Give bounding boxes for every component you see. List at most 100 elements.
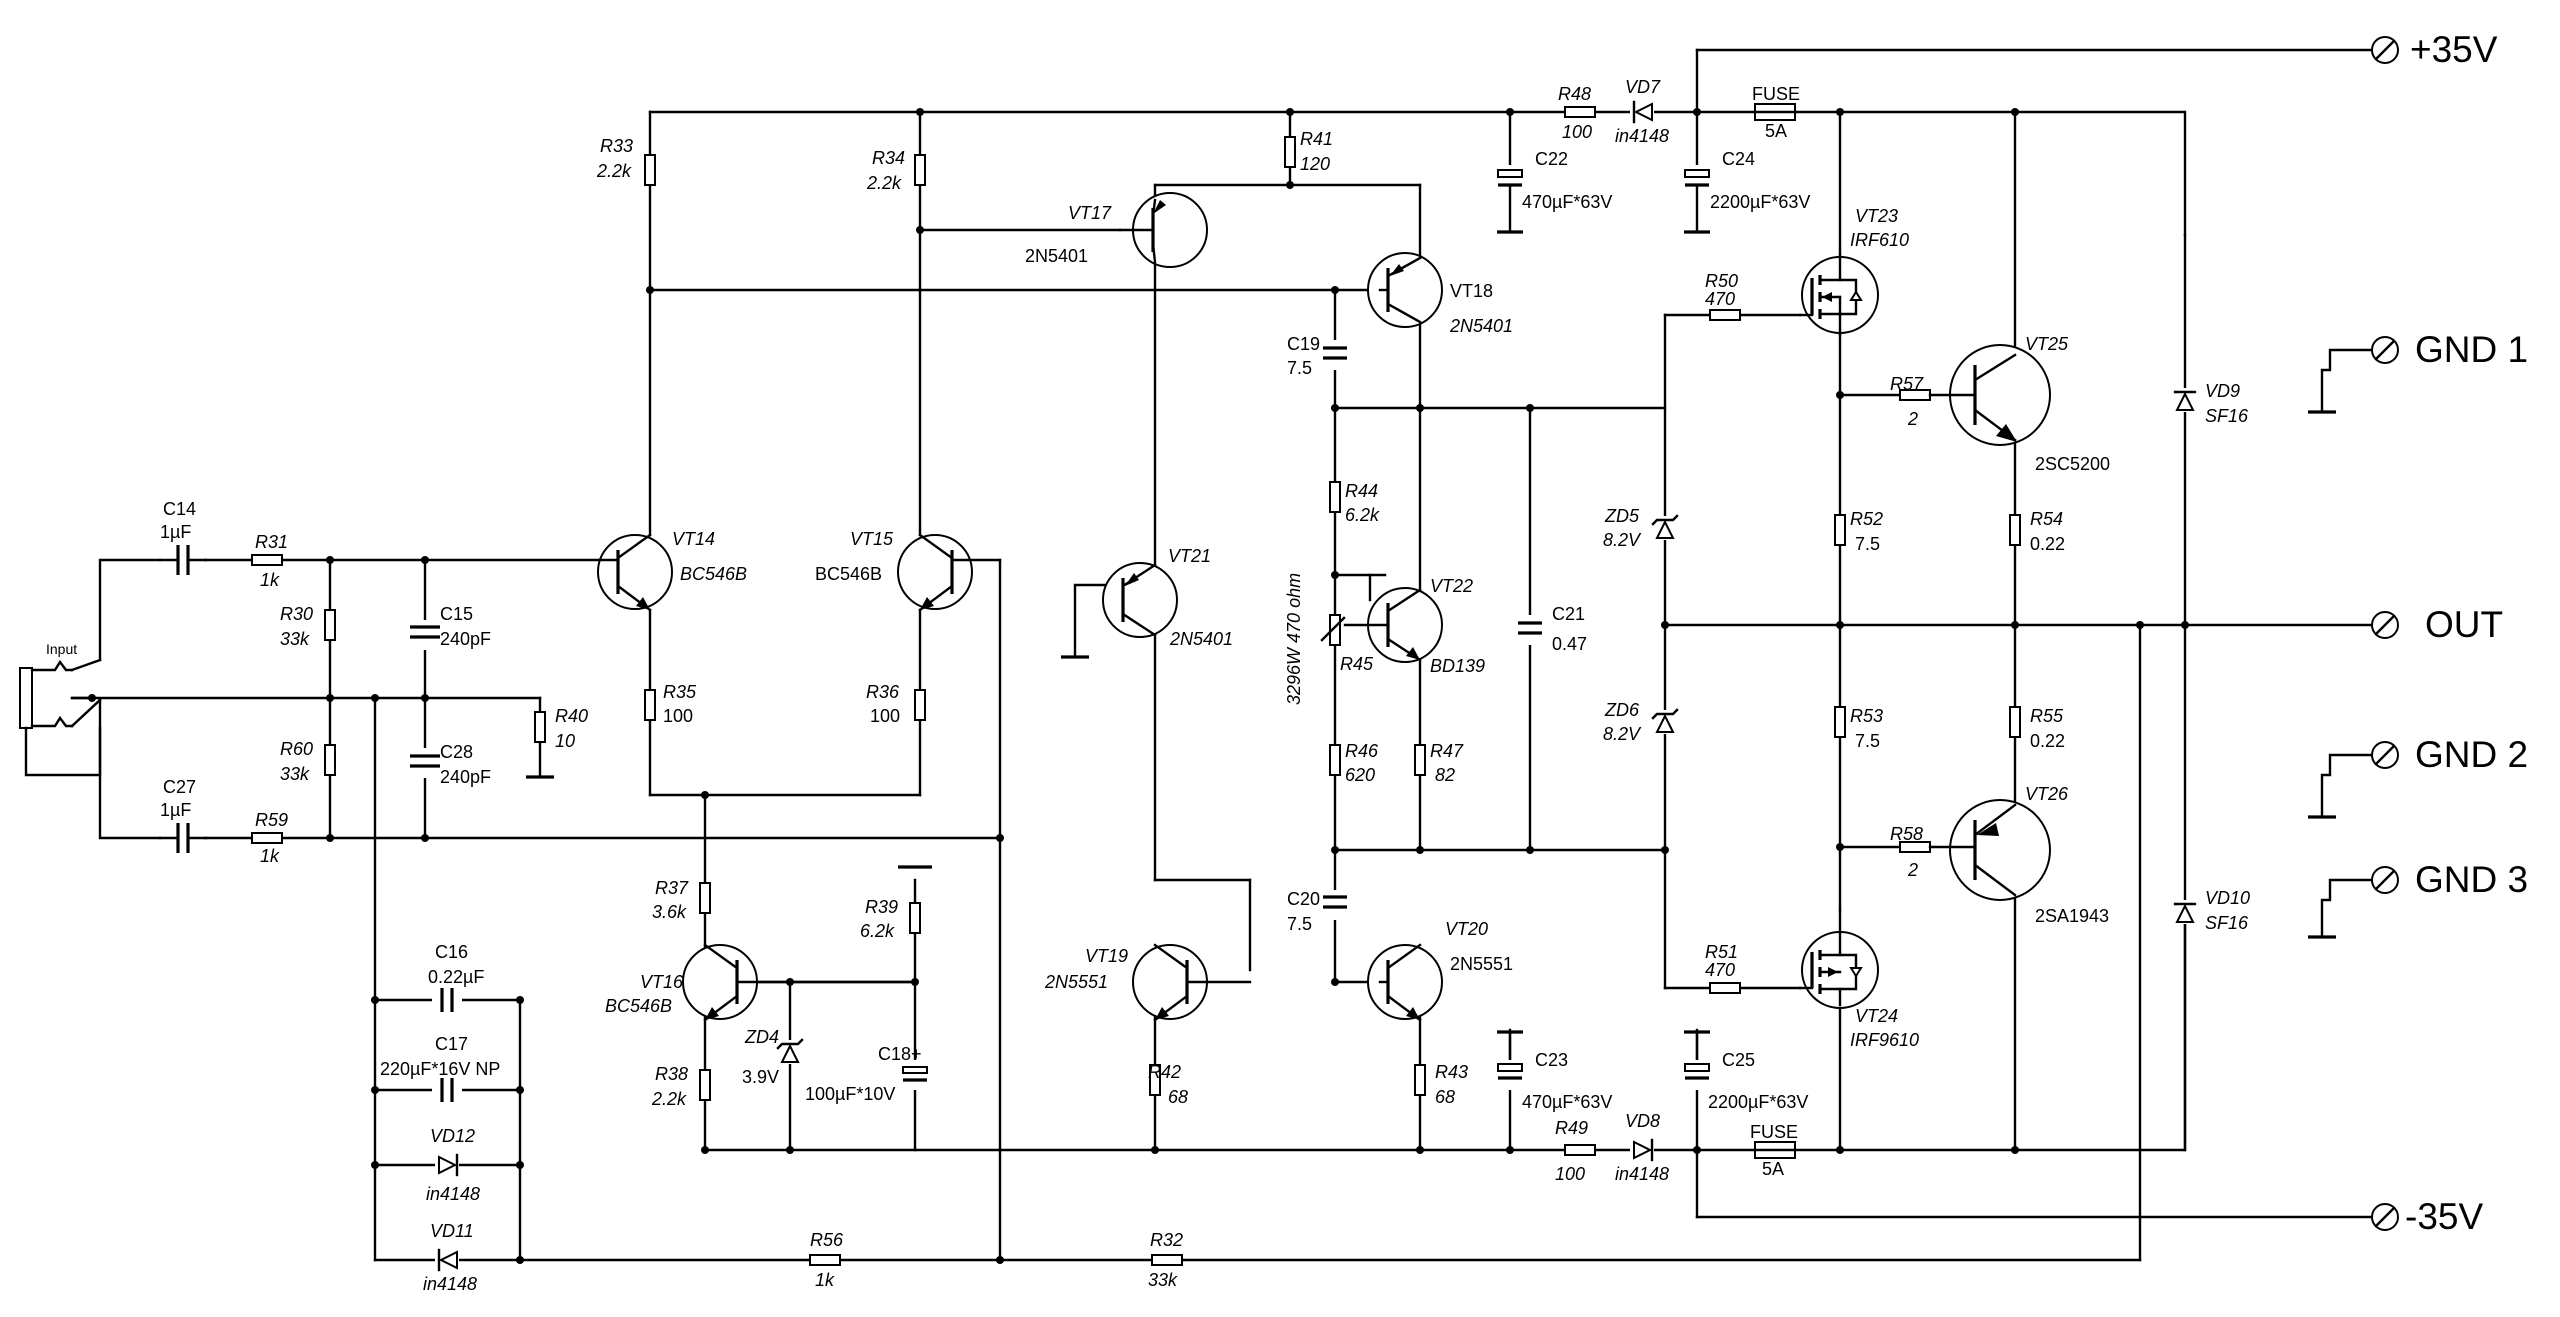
r39-body [909,902,921,934]
label-components-12-ref: VT15 [850,529,894,549]
label-components-4-value: 33k [280,764,310,784]
label-components-15-value: 3.6k [652,902,687,922]
r47-body [1414,744,1426,776]
label-components-11-ref: VT14 [672,529,715,549]
label-components-61-value: 7.5 [1855,731,1880,751]
r43-body [1414,1064,1426,1096]
label-components-50-ref: VD8 [1625,1111,1660,1131]
r55-body [2009,706,2021,738]
label-components-21-ref: C16 [435,942,468,962]
r54-body [2009,514,2021,546]
label-components-38-ref: C20 [1287,889,1320,909]
label-components-66-ref: VT24 [1855,1006,1898,1026]
label-components-47-ref: FUSE [1752,84,1800,104]
label-components-48-value: 470µF*63V [1522,1092,1612,1112]
r38-body [699,1069,711,1101]
label-components-59-ref: ZD5 [1604,506,1640,526]
label-components-23-ref: VD12 [430,1126,475,1146]
label-components-26-value: 33k [1148,1270,1178,1290]
label-components-47-value: 5A [1765,121,1787,141]
label-components-2-value: 33k [280,629,310,649]
label-components-58-value: 0.22 [2030,534,2065,554]
label-components-54-value: IRF610 [1850,230,1909,250]
label-components-67-ref: VD9 [2205,381,2240,401]
label-components-16-value: BC546B [605,996,672,1016]
label-gnd3: GND 3 [2415,859,2528,900]
component-labels: +35V GND 1 OUT GND 2 GND 3 -35V Input C1… [46,29,2528,1294]
r30-body [324,609,336,641]
label-components-46-value: 2200µF*63V [1710,192,1810,212]
label-components-9-value: 2.2k [596,161,632,181]
label-components-27-ref: R41 [1300,129,1333,149]
label-components-62-value: 0.22 [2030,731,2065,751]
label-components-43-value: 100 [1562,122,1592,142]
r37-body [699,882,711,914]
fuses [1753,103,1797,1159]
label-components-16-ref: VT16 [640,972,684,992]
label-components-64-ref: VT26 [2025,784,2069,804]
r49-body [1564,1144,1596,1156]
r40-body [534,711,546,743]
terminal-out [2371,611,2399,639]
junction-dots [88,108,2189,1264]
label-components-64-value: 2SA1943 [2035,906,2109,926]
label-components-36-ref: R47 [1430,741,1464,761]
label-components-46-ref: C24 [1722,149,1755,169]
label-components-67-value: SF16 [2205,406,2249,426]
label-components-68-ref: VD10 [2205,888,2250,908]
label-components-41-value: 68 [1168,1087,1188,1107]
label-components-30-value: 7.5 [1287,358,1312,378]
label-components-49-ref: R49 [1555,1118,1588,1138]
label-components-54-ref: VT23 [1855,206,1898,226]
terminal-gnd1 [2371,336,2399,364]
r52-body [1834,514,1846,546]
label-components-51-value: 2200µF*63V [1708,1092,1808,1112]
label-components-50-value: in4148 [1615,1164,1669,1184]
label-components-35-ref: R46 [1345,741,1379,761]
terminals [2371,36,2399,1231]
r32-body [1151,1254,1183,1266]
label-components-53-ref: R50 [1705,271,1738,291]
label-components-45-ref: C22 [1535,149,1568,169]
terminal-pos-35v [2371,36,2399,64]
label-components-52-ref: FUSE [1750,1122,1798,1142]
label-components-22-ref: C17 [435,1034,468,1054]
label-components-68-value: SF16 [2205,913,2249,933]
label-components-55-value: 2 [1907,409,1918,429]
label-components-1-ref: R31 [255,532,288,552]
label-components-29-value: 2N5401 [1449,316,1513,336]
label-components-13-value: 100 [663,706,693,726]
label-components-7-value: 1µF [160,800,191,820]
label-components-56-ref: VT25 [2025,334,2069,354]
label-components-66-value: IRF9610 [1850,1030,1919,1050]
label-components-7-ref: C27 [163,777,196,797]
label-components-19-ref: R39 [865,897,898,917]
label-components-43-ref: R48 [1558,84,1591,104]
label-components-27-value: 120 [1300,154,1330,174]
label-components-4-ref: R60 [280,739,313,759]
resistors [251,106,2021,1266]
label-components-42-ref: R43 [1435,1062,1468,1082]
label-components-26-ref: R32 [1150,1230,1183,1250]
r48-body [1564,106,1596,118]
ground-bars [526,410,2336,939]
label-components-1-value: 1k [260,570,280,590]
label-components-3-ref: C15 [440,604,473,624]
label-components-56-value: 2SC5200 [2035,454,2110,474]
terminal-gnd3 [2371,866,2399,894]
r45-body [1329,614,1341,646]
label-components-61-ref: R53 [1850,706,1883,726]
label-pos-35v: +35V [2410,29,2498,70]
r46-body [1329,744,1341,776]
label-gnd1: GND 1 [2415,329,2528,370]
label-components-6-ref: R40 [555,706,588,726]
label-components-3-value: 240pF [440,629,491,649]
label-components-59-value: 8.2V [1603,530,1642,550]
r60-body [324,744,336,776]
label-components-31-value: 2N5401 [1169,629,1233,649]
label-components-13-ref: R35 [663,682,697,702]
label-components-31-ref: VT21 [1168,546,1211,566]
label-components-32-ref: R44 [1345,481,1378,501]
label-components-34-value: BD139 [1430,656,1485,676]
r44-body [1329,481,1341,513]
